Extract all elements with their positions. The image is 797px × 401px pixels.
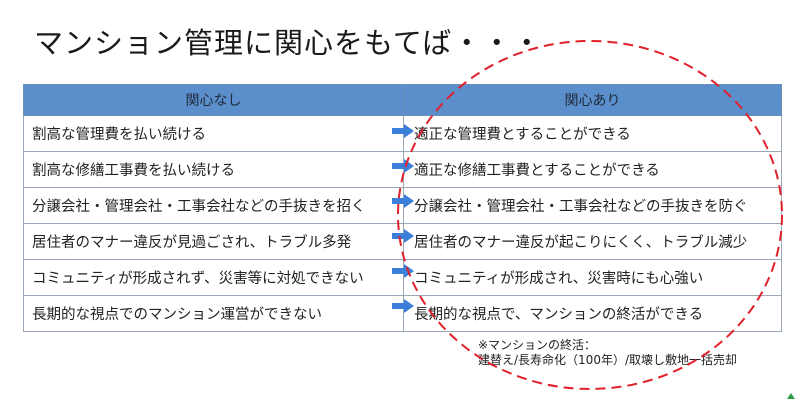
corner-mark xyxy=(787,393,795,399)
right-arrow-icon xyxy=(392,124,414,138)
header-no-interest: 関心なし xyxy=(23,84,404,116)
right-arrow-icon xyxy=(392,299,414,313)
table-header-row: 関心なし 関心あり xyxy=(23,84,782,116)
cell-interest: 分譲会社・管理会社・工事会社などの手抜きを防ぐ xyxy=(403,187,782,224)
cell-no-interest: 長期的な視点でのマンション運営ができない xyxy=(23,295,404,332)
cell-no-interest: コミュニティが形成されず、災害等に対処できない xyxy=(23,259,404,296)
right-arrow-icon xyxy=(392,229,414,243)
comparison-table: 関心なし 関心あり 割高な管理費を払い続ける 適正な管理費とすることができる 割… xyxy=(23,84,782,332)
footnote-line-2: 建替え/長寿命化（100年）/取壊し敷地一括売却 xyxy=(478,353,737,367)
footnote-line-1: ※マンションの終活： xyxy=(478,338,597,352)
footnote: ※マンションの終活： 建替え/長寿命化（100年）/取壊し敷地一括売却 xyxy=(478,338,737,368)
cell-no-interest: 割高な修繕工事費を払い続ける xyxy=(23,151,404,188)
cell-interest: コミュニティが形成され、災害時にも心強い xyxy=(403,259,782,296)
header-interest: 関心あり xyxy=(403,84,782,116)
right-arrow-icon xyxy=(392,159,414,173)
cell-no-interest: 割高な管理費を払い続ける xyxy=(23,115,404,152)
cell-no-interest: 分譲会社・管理会社・工事会社などの手抜きを招く xyxy=(23,187,404,224)
cell-interest: 適正な管理費とすることができる xyxy=(403,115,782,152)
cell-interest: 長期的な視点で、マンションの終活ができる xyxy=(403,295,782,332)
page-title: マンション管理に関心をもてば・・・ xyxy=(34,26,543,60)
right-arrow-icon xyxy=(392,264,414,278)
right-arrow-icon xyxy=(392,194,414,208)
cell-interest: 居住者のマナー違反が起こりにくく、トラブル減少 xyxy=(403,223,782,260)
cell-interest: 適正な修繕工事費とすることができる xyxy=(403,151,782,188)
cell-no-interest: 居住者のマナー違反が見過ごされ、トラブル多発 xyxy=(23,223,404,260)
